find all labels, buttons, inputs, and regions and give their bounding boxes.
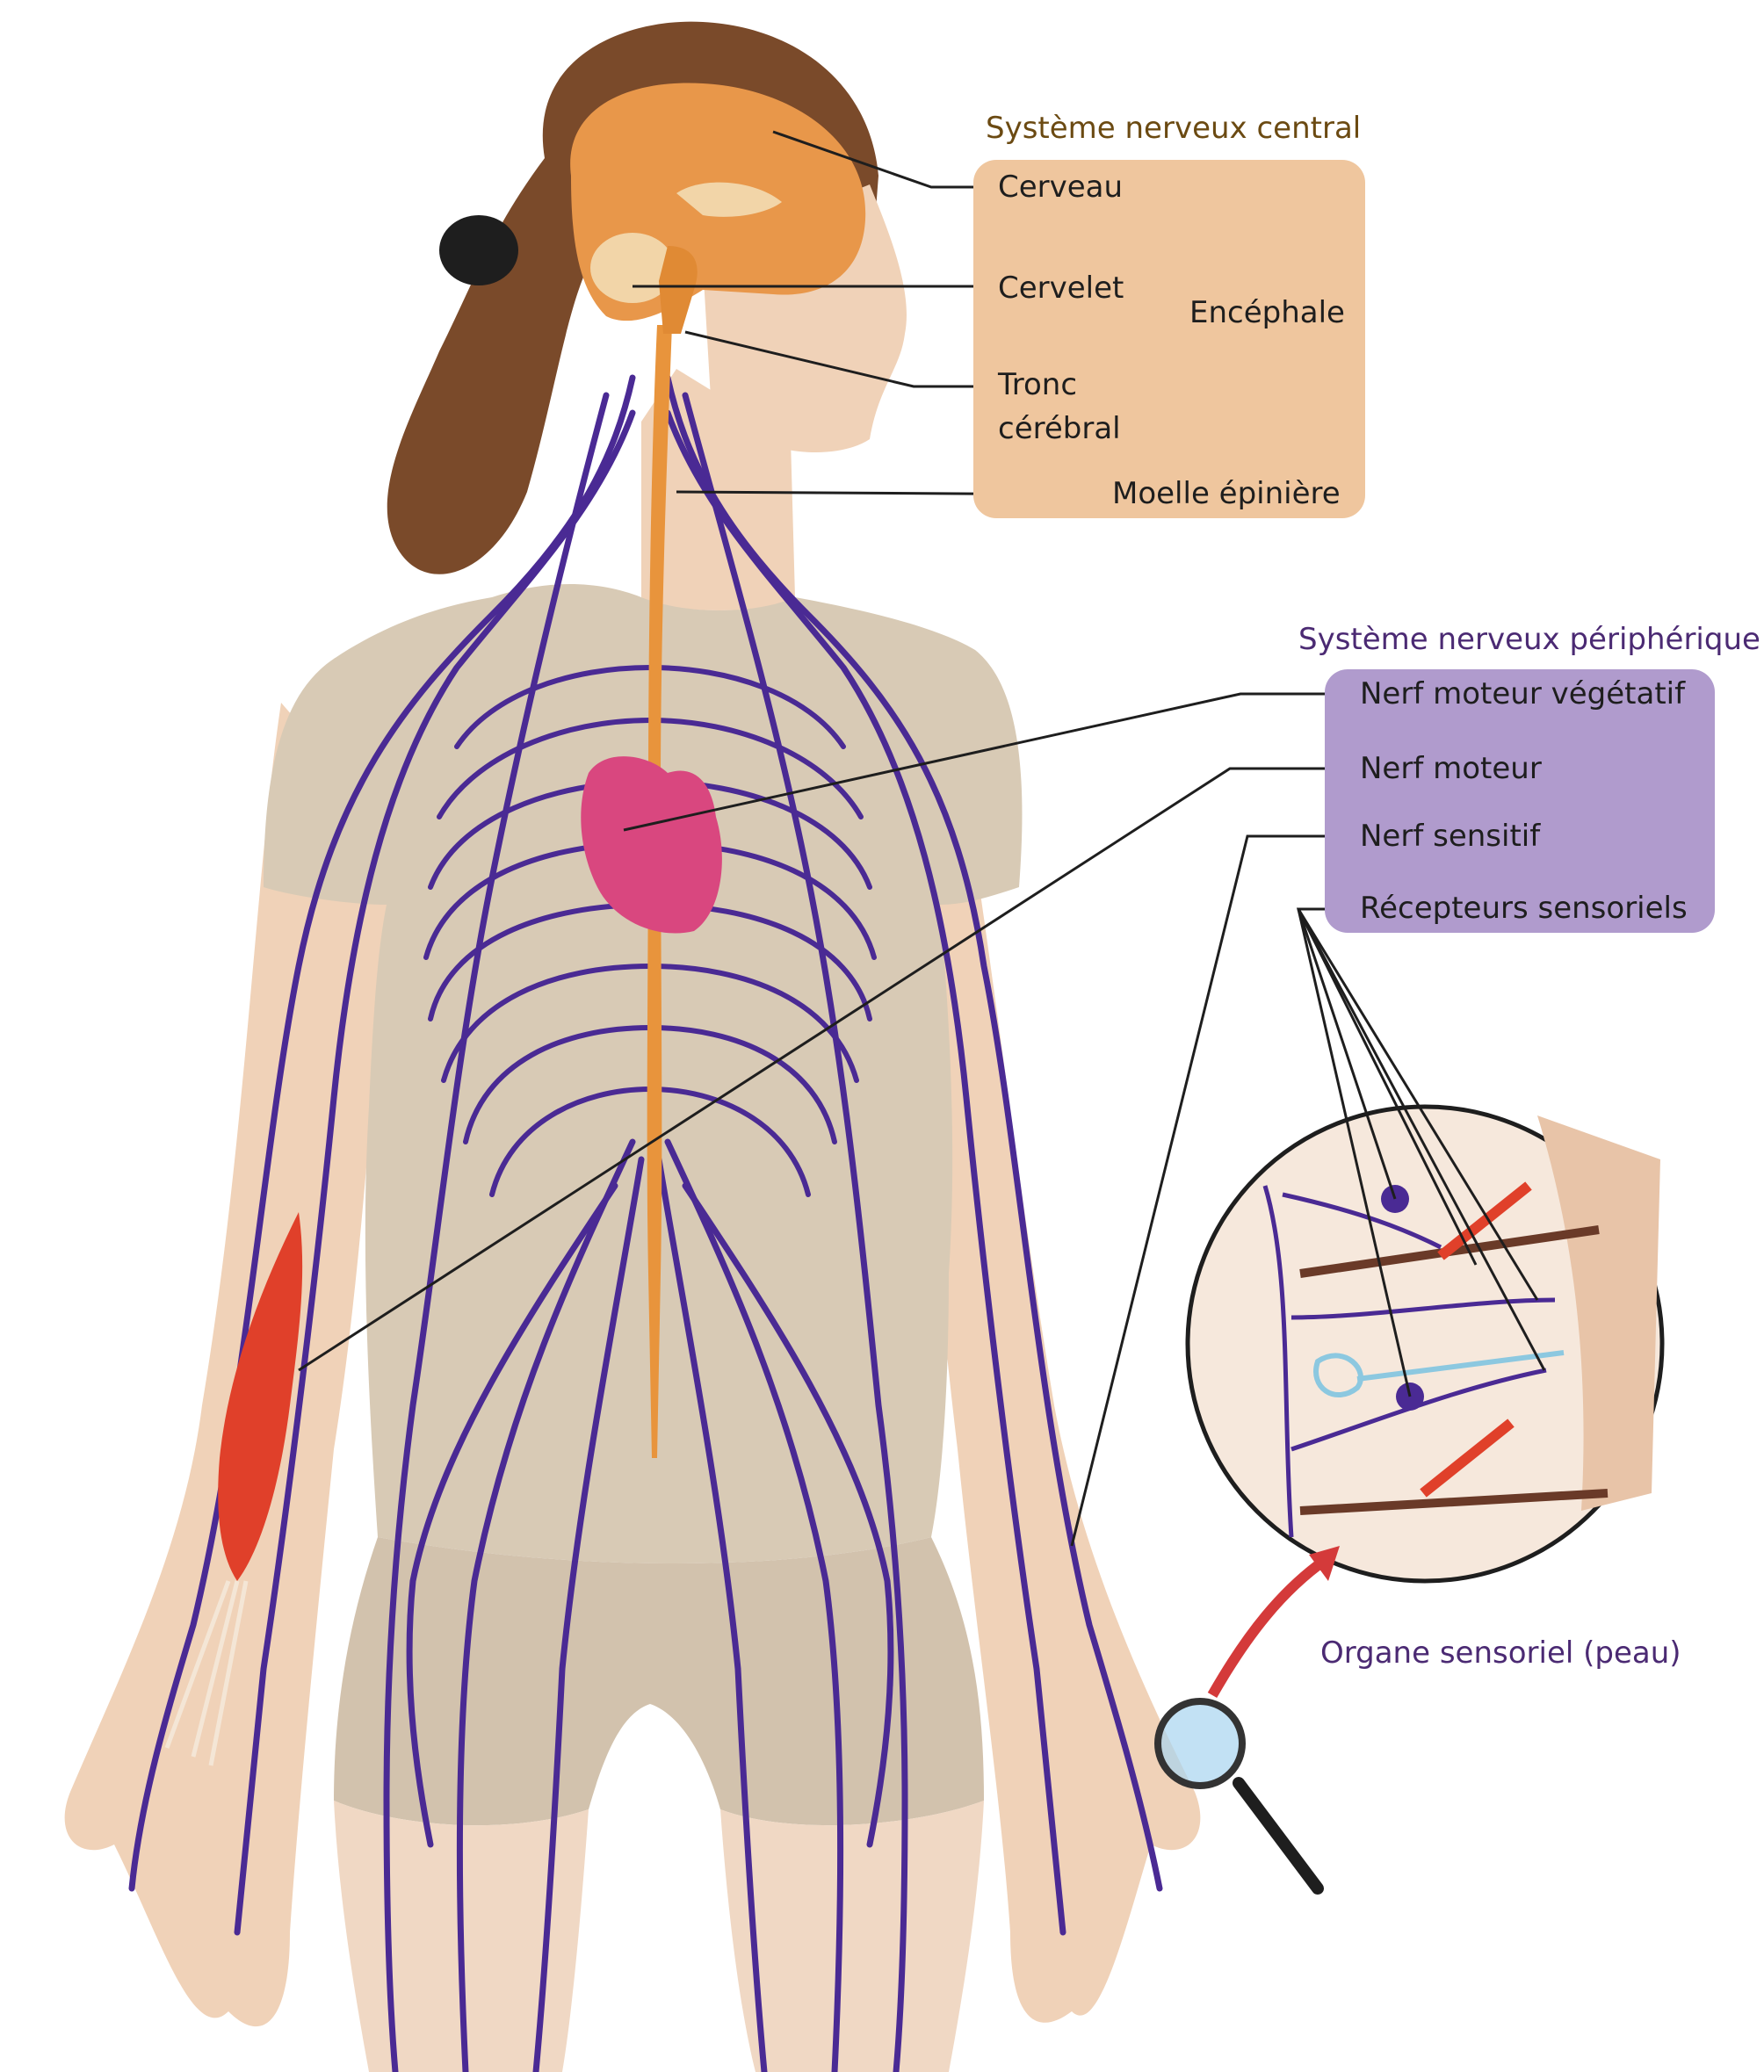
label-nerf-sensitif: Nerf sensitif <box>1360 819 1541 854</box>
label-tronc-line1: Tronc <box>998 367 1078 402</box>
label-nerf-moteur: Nerf moteur <box>1360 751 1542 786</box>
central-heading: Système nerveux central <box>986 111 1362 146</box>
tendons <box>164 1580 249 1766</box>
peripheral-heading: Système nerveux périphérique <box>1298 622 1760 657</box>
shirt <box>264 584 1023 1563</box>
peripheral-leader-lines <box>298 692 1546 1547</box>
brain <box>570 83 866 334</box>
label-cerveau: Cerveau <box>998 170 1124 205</box>
skin-detail-circle <box>1185 1104 1665 1584</box>
label-recepteurs: Récepteurs sensoriels <box>1360 891 1688 926</box>
zoom-arrow-icon <box>1207 1546 1340 1698</box>
heart <box>581 756 722 934</box>
peripheral-box <box>1325 669 1715 933</box>
shorts <box>334 1537 984 1826</box>
label-moelle: Moelle épinière <box>1112 476 1341 511</box>
magnifying-glass-icon <box>1154 1698 1324 1895</box>
label-cervelet: Cervelet <box>998 271 1124 306</box>
arms <box>64 703 1201 2027</box>
hair-tie <box>439 215 518 285</box>
label-nerf-vegetatif: Nerf moteur végétatif <box>1360 676 1686 711</box>
label-organe-sensoriel: Organe sensoriel (peau) <box>1320 1635 1681 1671</box>
nerve-network <box>128 374 1163 2072</box>
forearm-muscle <box>218 1212 303 1581</box>
brainstem <box>659 246 698 334</box>
label-encephale: Encéphale <box>1189 295 1345 330</box>
label-tronc-line2: cérébral <box>998 411 1121 446</box>
legs <box>334 1801 984 2072</box>
central-box <box>973 160 1365 518</box>
